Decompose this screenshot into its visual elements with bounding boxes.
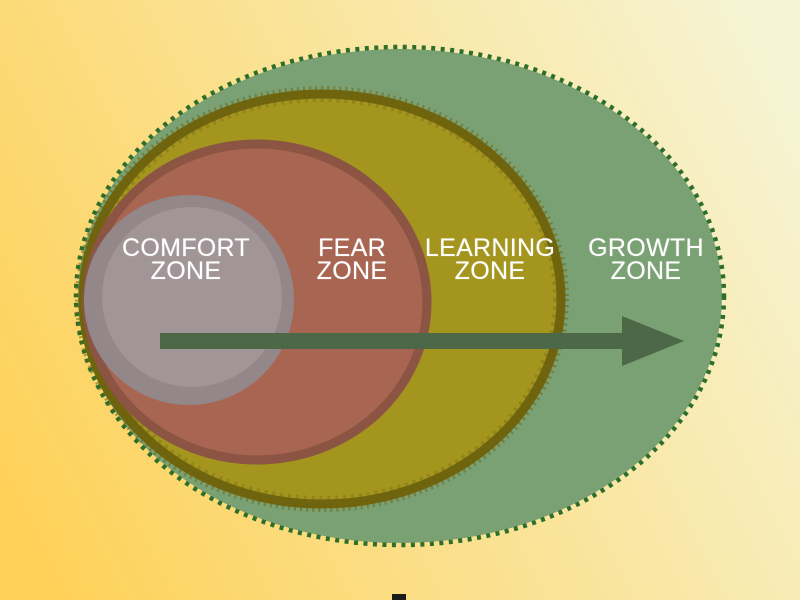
zone-label-line: ZONE	[150, 257, 222, 285]
zone-label-line: COMFORT	[121, 234, 251, 262]
learning-zone-texture-outer	[75, 86, 569, 512]
zone-label-line: ZONE	[316, 257, 388, 285]
bottom-edge-mark	[392, 594, 406, 600]
comfort-zone-label: COMFORT ZONE	[121, 234, 251, 285]
growth-zone-label: GROWTH ZONE	[588, 234, 704, 285]
zone-label-line: ZONE	[454, 257, 526, 285]
zone-label-line: GROWTH	[588, 234, 704, 262]
zone-label-line: FEAR	[318, 234, 386, 262]
zone-label-line: ZONE	[610, 257, 682, 285]
arrow-head	[622, 316, 684, 366]
learning-zone-label: LEARNING ZONE	[424, 234, 556, 285]
arrow-shaft	[160, 333, 624, 349]
fear-zone-label: FEAR ZONE	[316, 234, 388, 285]
zone-label-line: LEARNING	[424, 234, 556, 262]
growth-zone-dotted-border	[73, 44, 727, 548]
